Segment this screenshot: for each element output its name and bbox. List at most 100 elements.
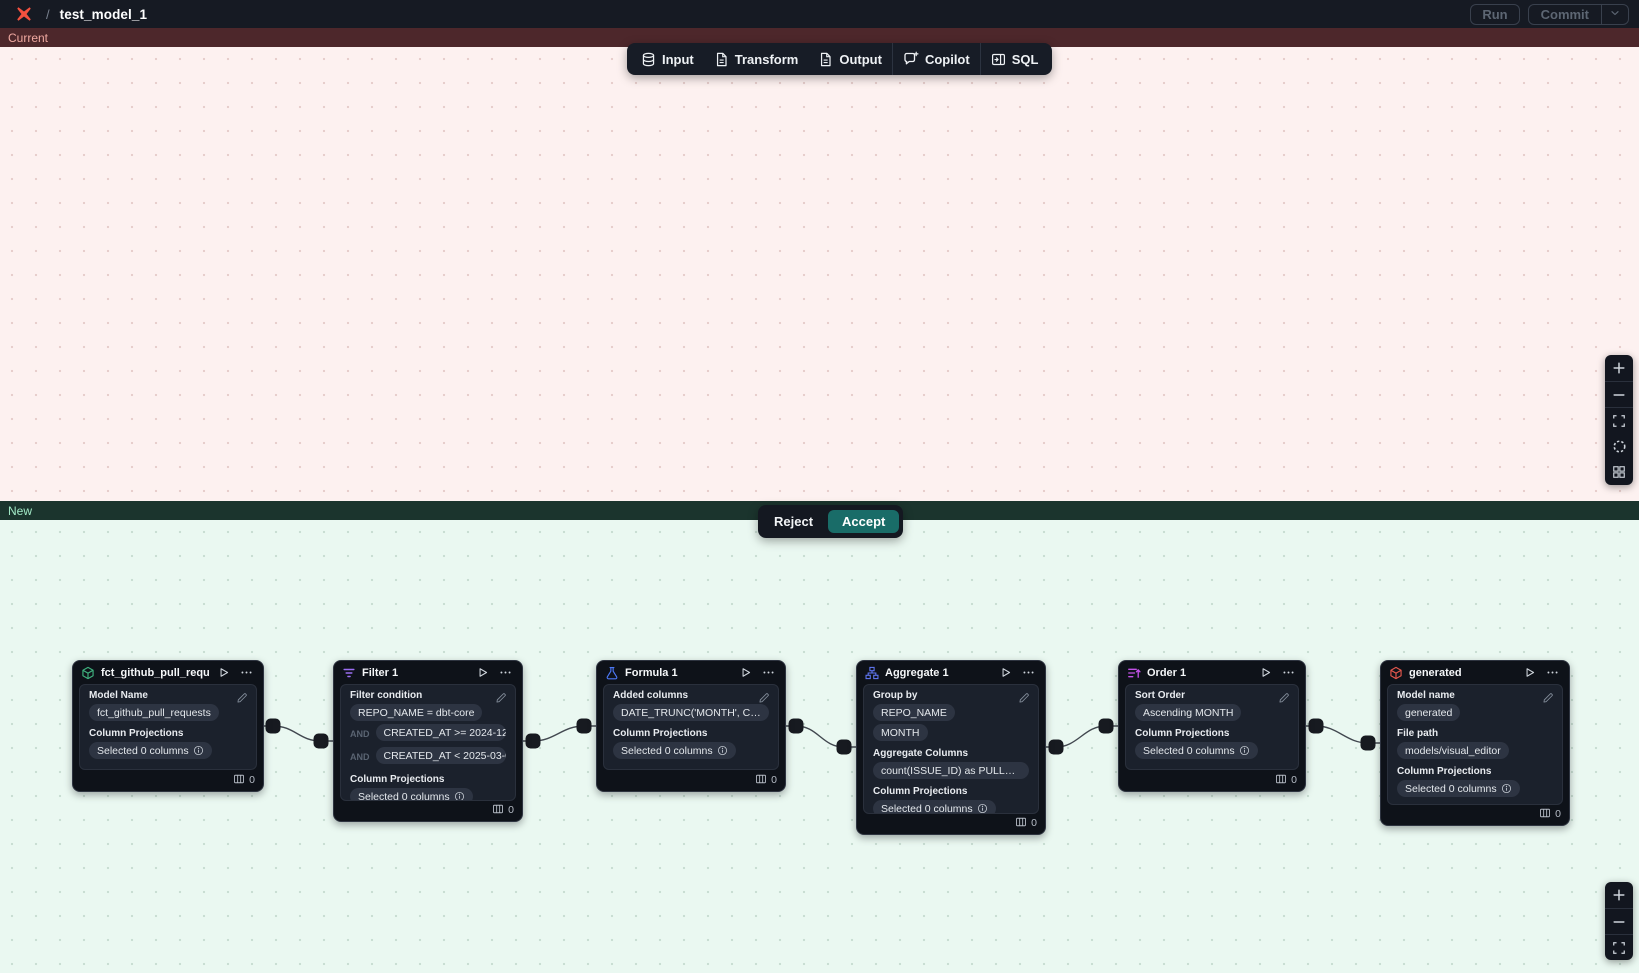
zoom-out-button[interactable]: [1605, 381, 1633, 407]
toolbar-output-button[interactable]: Output: [808, 43, 892, 75]
field-label: Model name: [1397, 690, 1455, 701]
columns-count: 0: [771, 774, 777, 786]
ellipsis-menu-icon[interactable]: [760, 666, 777, 679]
edges-layer: [263, 718, 1380, 755]
node-footer: 0: [1119, 771, 1305, 791]
node-header[interactable]: Filter 1: [334, 661, 522, 684]
group-by-pill[interactable]: REPO_NAME: [873, 704, 955, 721]
info-icon[interactable]: [454, 791, 465, 800]
toolbar-sql-button[interactable]: SQL: [981, 43, 1049, 75]
file-path-pill[interactable]: models/visual_editor: [1397, 742, 1509, 759]
column-projections-pill[interactable]: Selected 0 columns: [1397, 780, 1520, 797]
model-name-pill[interactable]: fct_github_pull_requests: [89, 704, 219, 721]
ellipsis-menu-icon[interactable]: [1544, 666, 1561, 679]
toggle-interactivity-button[interactable]: [1605, 433, 1633, 459]
edit-pencil-icon[interactable]: [758, 691, 770, 709]
zoom-out-button[interactable]: [1605, 908, 1633, 934]
ellipsis-menu-icon[interactable]: [497, 666, 514, 679]
play-icon[interactable]: [1521, 666, 1538, 679]
node-footer: 0: [73, 771, 263, 791]
toolbar-copilot-button[interactable]: Copilot: [893, 43, 980, 75]
node-order-1[interactable]: Order 1 Sort Order Ascending MONTH Colum…: [1118, 660, 1306, 792]
filter-condition-pill[interactable]: CREATED_AT >= 2024-12-01: [375, 724, 506, 741]
node-header[interactable]: generated: [1381, 661, 1569, 684]
node-header[interactable]: Formula 1: [597, 661, 785, 684]
ellipsis-menu-icon[interactable]: [1020, 666, 1037, 679]
edit-pencil-icon[interactable]: [495, 691, 507, 709]
edit-pencil-icon[interactable]: [1542, 691, 1554, 709]
reject-button[interactable]: Reject: [762, 510, 825, 533]
node-formula-1[interactable]: Formula 1 Added columns DATE_TRUNC('MONT…: [596, 660, 786, 792]
field-label: Column Projections: [350, 774, 445, 785]
edge-handle[interactable]: [788, 718, 804, 734]
edge-handle[interactable]: [525, 733, 541, 749]
info-icon[interactable]: [977, 803, 988, 813]
column-projections-pill[interactable]: Selected 0 columns: [613, 742, 736, 759]
play-icon[interactable]: [474, 666, 491, 679]
zoom-in-button[interactable]: [1605, 882, 1633, 908]
column-projections-pill[interactable]: Selected 0 columns: [873, 800, 996, 813]
filter-condition-pill[interactable]: REPO_NAME = dbt-core: [350, 704, 483, 721]
commit-dropdown-button[interactable]: [1601, 4, 1628, 24]
edge-handle[interactable]: [1098, 718, 1114, 734]
group-by-pill[interactable]: MONTH: [873, 724, 928, 741]
edge-handle[interactable]: [836, 739, 852, 755]
formula-pill[interactable]: DATE_TRUNC('MONTH', CREATED_AT...: [613, 704, 769, 721]
fit-view-button[interactable]: [1605, 934, 1633, 960]
node-body: Filter condition REPO_NAME = dbt-core AN…: [340, 684, 516, 801]
edge-handle[interactable]: [576, 718, 592, 734]
columns-count: 0: [1291, 774, 1297, 786]
sort-icon: [1127, 666, 1141, 680]
accept-button[interactable]: Accept: [828, 510, 900, 533]
chevron-down-icon: [1609, 7, 1621, 22]
info-icon[interactable]: [717, 745, 728, 756]
current-canvas[interactable]: Input Transform Output Copilot: [0, 43, 1639, 501]
node-aggregate-1[interactable]: Aggregate 1 Group by REPO_NAME MONTH Agg…: [856, 660, 1046, 835]
model-cube-icon: [81, 666, 95, 680]
commit-button[interactable]: Commit: [1529, 5, 1601, 24]
aggregate-column-text: count(ISSUE_ID) as PULL_REQUEST_...: [881, 764, 1021, 777]
info-icon[interactable]: [193, 745, 204, 756]
play-icon[interactable]: [737, 666, 754, 679]
auto-layout-button[interactable]: [1605, 459, 1633, 485]
toolbar-transform-button[interactable]: Transform: [704, 43, 809, 75]
toolbar-transform-label: Transform: [734, 51, 799, 67]
info-icon[interactable]: [1501, 783, 1512, 794]
zoom-in-button[interactable]: [1605, 355, 1633, 381]
edge-handle[interactable]: [1308, 718, 1324, 734]
edge-handle[interactable]: [265, 718, 281, 734]
columns-count-icon: [755, 773, 767, 788]
node-header[interactable]: Order 1: [1119, 661, 1305, 684]
edge-handle[interactable]: [313, 733, 329, 749]
edge-handle[interactable]: [1048, 739, 1064, 755]
aggregate-column-pill[interactable]: count(ISSUE_ID) as PULL_REQUEST_...: [873, 762, 1029, 779]
edit-pencil-icon[interactable]: [1018, 691, 1030, 709]
play-icon[interactable]: [215, 666, 232, 679]
filter-condition-pill[interactable]: CREATED_AT < 2025-03-01: [375, 747, 506, 764]
model-name-pill[interactable]: generated: [1397, 704, 1461, 721]
edit-pencil-icon[interactable]: [1278, 691, 1290, 709]
file-icon: [818, 52, 833, 67]
play-icon[interactable]: [997, 666, 1014, 679]
ellipsis-menu-icon[interactable]: [238, 666, 255, 679]
new-canvas[interactable]: Reject Accept: [0, 505, 1639, 973]
info-icon[interactable]: [1239, 745, 1250, 756]
column-projections-pill[interactable]: Selected 0 columns: [89, 742, 212, 759]
run-button[interactable]: Run: [1470, 3, 1520, 25]
play-icon[interactable]: [1257, 666, 1274, 679]
ellipsis-menu-icon[interactable]: [1280, 666, 1297, 679]
node-fct-github-pull-requests[interactable]: fct_github_pull_requests Model Name fct_…: [72, 660, 264, 792]
app-logo-icon[interactable]: [14, 4, 34, 24]
node-header[interactable]: Aggregate 1: [857, 661, 1045, 684]
fit-view-button[interactable]: [1605, 407, 1633, 433]
edge-handle[interactable]: [1360, 735, 1376, 751]
node-filter-1[interactable]: Filter 1 Filter condition REPO_NAME = db…: [333, 660, 523, 822]
copilot-chat-icon: [903, 51, 919, 67]
edit-pencil-icon[interactable]: [236, 691, 248, 709]
column-projections-pill[interactable]: Selected 0 columns: [350, 788, 473, 800]
column-projections-pill[interactable]: Selected 0 columns: [1135, 742, 1258, 759]
node-header[interactable]: fct_github_pull_requests: [73, 661, 263, 684]
node-generated[interactable]: generated Model name generated File path…: [1380, 660, 1570, 826]
toolbar-input-button[interactable]: Input: [631, 43, 704, 75]
sort-order-pill[interactable]: Ascending MONTH: [1135, 704, 1242, 721]
